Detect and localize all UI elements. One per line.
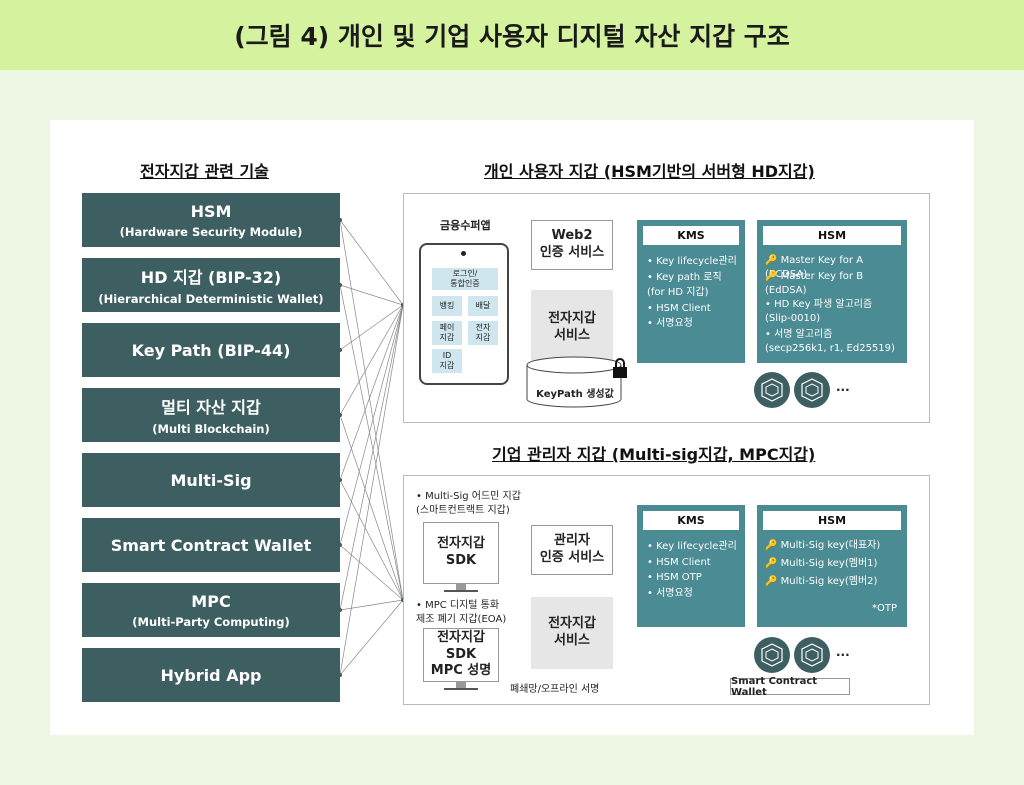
hsm-key-label: Master Key for B (EdDSA) bbox=[765, 271, 864, 296]
monitor-base bbox=[444, 590, 478, 592]
key-icon: 🔑 bbox=[765, 576, 778, 587]
hsm-key-label: Multi-Sig key(대표자) bbox=[780, 540, 881, 551]
blockchain-icon bbox=[794, 372, 830, 408]
kms-item: • HSM Client bbox=[647, 302, 711, 314]
hsm-key: 🔑 Multi-Sig key(대표자) bbox=[765, 539, 880, 553]
kms-item: • Key lifecycle관리 bbox=[647, 256, 737, 267]
hsm-key: 🔑 Master Key for B (EdDSA) bbox=[765, 270, 907, 297]
kms-item: • Key lifecycle관리 bbox=[647, 541, 737, 552]
sdk-monitor-1: 전자지갑 SDK bbox=[423, 522, 499, 584]
kms-item: • 서명요청 bbox=[647, 318, 693, 329]
web2-auth-service: Web2 인증 서비스 bbox=[531, 220, 613, 270]
tech-item-key-path: Key Path (BIP-44) bbox=[82, 323, 340, 377]
more-ellipsis: ... bbox=[836, 645, 850, 659]
hsm-key: 🔑 Multi-Sig key(멤버1) bbox=[765, 557, 877, 571]
hsm-title: HSM bbox=[763, 511, 901, 530]
personal-hsm-box: HSM 🔑 Master Key for A (ECDSA) 🔑 Master … bbox=[757, 220, 907, 363]
tile-login: 로그인/ 통합인증 bbox=[432, 268, 498, 290]
tech-item-smart-contract: Smart Contract Wallet bbox=[82, 518, 340, 572]
tech-item-label: HSM bbox=[190, 201, 232, 221]
enterprise-hsm-box: HSM 🔑 Multi-Sig key(대표자) 🔑 Multi-Sig key… bbox=[757, 505, 907, 627]
kms-item: • 서명요청 bbox=[647, 587, 693, 599]
key-icon: 🔑 bbox=[765, 540, 778, 551]
otp-label: *OTP bbox=[872, 603, 898, 614]
hsm-key-label: Master Key for A (ECDSA) bbox=[765, 255, 864, 280]
key-icon: 🔑 bbox=[765, 271, 778, 282]
tech-item-label: MPC bbox=[191, 591, 231, 611]
kms-item: • HSM Client bbox=[647, 556, 711, 568]
offline-sign-label: 폐쇄망/오프라인 서명 bbox=[510, 684, 600, 695]
hsm-title: HSM bbox=[763, 226, 901, 245]
personal-section-title: 개인 사용자 지갑 (HSM기반의 서버형 HD지갑) bbox=[484, 162, 815, 181]
kms-title: KMS bbox=[643, 226, 739, 245]
blockchain-icon bbox=[754, 372, 790, 408]
multisig-note: • Multi-Sig 어드민 지갑 (스마트컨트랙트 지갑) bbox=[416, 491, 521, 516]
keypath-db-label: KeyPath 생성값 bbox=[536, 389, 614, 400]
tech-item-label: Key Path (BIP-44) bbox=[131, 340, 291, 360]
enterprise-kms-box: KMS • Key lifecycle관리 • HSM Client • HSM… bbox=[637, 505, 745, 627]
monitor-stand bbox=[456, 682, 466, 689]
tech-item-label: HD 지갑 (BIP-32) bbox=[140, 268, 282, 287]
tile-pay: 페이 지갑 bbox=[432, 321, 462, 345]
tech-item-label: 멀티 자산 지갑 bbox=[161, 398, 261, 417]
enterprise-section-title: 기업 관리자 지갑 (Multi-sig지갑, MPC지갑) bbox=[492, 445, 816, 464]
smart-contract-wallet-label: Smart Contract Wallet bbox=[730, 676, 850, 698]
hsm-key-label: Multi-Sig key(멤버1) bbox=[780, 558, 878, 569]
blockchain-icon bbox=[794, 637, 830, 673]
wallet-service: 전자지갑 서비스 bbox=[531, 290, 613, 365]
enterprise-wallet-service: 전자지갑 서비스 bbox=[531, 597, 613, 669]
tech-item-hybrid-app: Hybrid App bbox=[82, 648, 340, 702]
tech-item-mpc: MPC (Multi-Party Computing) bbox=[82, 583, 340, 637]
tile-id: ID 지갑 bbox=[432, 349, 462, 373]
tech-item-sub: (Multi Blockchain) bbox=[152, 422, 270, 436]
tech-item-multi-asset: 멀티 자산 지갑 (Multi Blockchain) bbox=[82, 388, 340, 442]
figure-title: (그림 4) 개인 및 기업 사용자 디지털 자산 지갑 구조 bbox=[0, 0, 1024, 70]
tech-item-hd-wallet: HD 지갑 (BIP-32) (Hierarchical Determinist… bbox=[82, 258, 340, 312]
hsm-key-label: Multi-Sig key(멤버2) bbox=[780, 576, 878, 587]
tech-item-sub: (Hardware Security Module) bbox=[119, 224, 303, 239]
tech-section-title: 전자지갑 관련 기술 bbox=[140, 162, 269, 181]
hsm-item: • 서명 알고리즘 (secp256k1, r1, Ed25519) bbox=[765, 329, 895, 354]
hsm-item: • HD Key 파생 알고리즘 (Slip-0010) bbox=[765, 299, 873, 324]
tech-item-multi-sig: Multi-Sig bbox=[82, 453, 340, 507]
hsm-key: 🔑 Multi-Sig key(멤버2) bbox=[765, 575, 877, 589]
tech-item-label: Multi-Sig bbox=[170, 470, 252, 490]
tech-item-label: Hybrid App bbox=[160, 665, 262, 685]
tech-item-sub: (Multi-Party Computing) bbox=[132, 614, 290, 629]
monitor-stand bbox=[456, 584, 466, 591]
keypath-db-icon bbox=[526, 356, 627, 408]
kms-title: KMS bbox=[643, 511, 739, 530]
blockchain-icon bbox=[754, 637, 790, 673]
tech-item-label: Smart Contract Wallet bbox=[110, 535, 312, 555]
key-icon: 🔑 bbox=[765, 255, 778, 266]
tile-delivery: 배달 bbox=[468, 296, 498, 316]
more-ellipsis: ... bbox=[836, 380, 850, 394]
tile-banking: 뱅킹 bbox=[432, 296, 462, 316]
monitor-base bbox=[444, 688, 478, 690]
sdk-monitor-2: 전자지갑SDK MPC 성명 bbox=[423, 628, 499, 682]
kms-item: • Key path 로직 (for HD 지갑) bbox=[647, 271, 722, 299]
mpc-note: • MPC 디지털 통화 제조 폐기 지갑(EOA) bbox=[416, 600, 507, 625]
tech-item-hsm: HSM (Hardware Security Module) bbox=[82, 193, 340, 247]
personal-kms-box: KMS • Key lifecycle관리 • Key path 로직 (for… bbox=[637, 220, 745, 363]
tech-item-sub: (Hierarchical Deterministic Wallet) bbox=[98, 292, 324, 306]
phone-camera bbox=[461, 251, 466, 256]
super-app-label: 금융수퍼앱 bbox=[440, 219, 491, 232]
hsm-key: 🔑 Master Key for A (ECDSA) bbox=[765, 254, 907, 281]
tile-wallet: 전자 지갑 bbox=[468, 321, 498, 345]
kms-item: • HSM OTP bbox=[647, 572, 702, 583]
admin-auth-service: 관리자 인증 서비스 bbox=[531, 525, 613, 575]
key-icon: 🔑 bbox=[765, 558, 778, 569]
